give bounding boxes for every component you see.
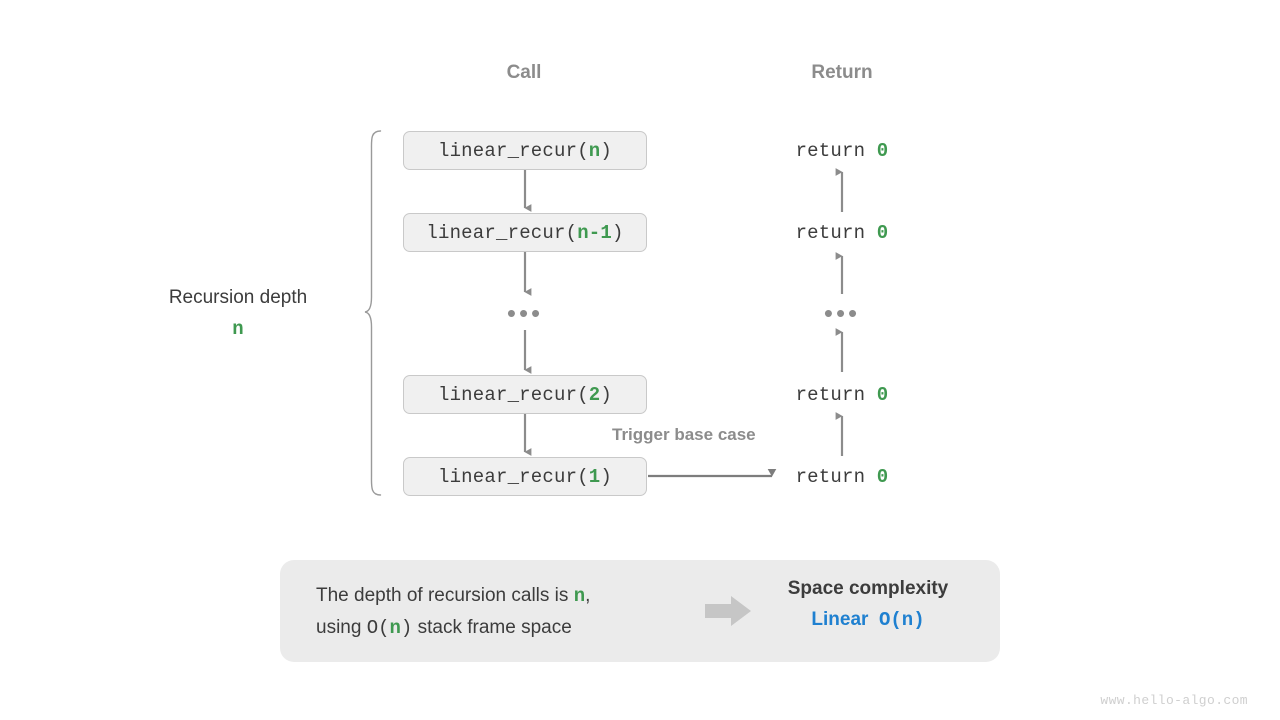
return-value: 0 [876, 222, 889, 244]
trigger-base-case-label: Trigger base case [612, 425, 756, 444]
call-frame-suffix: ) [612, 221, 624, 244]
summary-line2-bigo-close: ) [400, 617, 413, 640]
return-value: 0 [876, 140, 889, 162]
call-frame-suffix: ) [600, 383, 613, 406]
space-complexity-value: Linear O(n) [772, 609, 964, 631]
summary-line-1: The depth of recursion calls is n, [316, 580, 590, 612]
summary-panel: The depth of recursion calls is n, using… [280, 560, 1000, 662]
summary-line2-text-a: using [316, 617, 367, 639]
summary-line-2: using O(n) stack frame space [316, 612, 590, 644]
call-frame-arg: n [588, 139, 601, 162]
complexity-word: Linear [811, 609, 869, 630]
complexity-bigo: O(n) [878, 609, 925, 631]
column-header-return: Return [811, 62, 873, 83]
return-value: 0 [876, 466, 889, 488]
call-frame-prefix: linear_recur( [437, 383, 589, 406]
return-statement: return 0 [742, 466, 942, 488]
summary-line2-text-b: stack frame space [412, 617, 572, 639]
call-frame-arg: 1 [588, 465, 601, 488]
ellipsis-return-column: ••• [823, 298, 861, 328]
summary-line2-n: n [389, 617, 401, 640]
space-complexity-title: Space complexity [787, 578, 949, 599]
return-statement: return 0 [742, 384, 942, 406]
call-frame-box: linear_recur(n-1) [403, 213, 647, 252]
thick-right-arrow-icon [705, 596, 751, 626]
call-frame-box: linear_recur(n) [403, 131, 647, 170]
summary-line2-bigo-open: O( [366, 617, 390, 640]
call-frame-arg: n-1 [577, 221, 613, 244]
call-frame-box: linear_recur(2) [403, 375, 647, 414]
return-keyword: return [795, 384, 877, 406]
summary-line1-text-a: The depth of recursion calls is [316, 585, 574, 606]
summary-description: The depth of recursion calls is n, using… [316, 580, 590, 645]
return-keyword: return [795, 222, 877, 244]
ellipsis-call-column: ••• [506, 298, 544, 328]
summary-line1-text-b: , [585, 585, 591, 606]
return-keyword: return [795, 140, 877, 162]
call-frame-prefix: linear_recur( [426, 221, 578, 244]
recursion-depth-brace [364, 130, 382, 496]
call-frame-suffix: ) [600, 465, 613, 488]
return-keyword: return [795, 466, 877, 488]
return-statement: return 0 [742, 140, 942, 162]
call-frame-box: linear_recur(1) [403, 457, 647, 496]
call-frame-prefix: linear_recur( [437, 139, 589, 162]
column-header-call: Call [506, 62, 542, 83]
recursion-depth-value: n [232, 317, 244, 340]
call-frame-arg: 2 [588, 383, 601, 406]
call-frame-suffix: ) [600, 139, 613, 162]
summary-line1-n: n [573, 585, 586, 607]
return-value: 0 [876, 384, 889, 406]
call-frame-prefix: linear_recur( [437, 465, 589, 488]
return-statement: return 0 [742, 222, 942, 244]
recursion-depth-text: Recursion depth [168, 287, 308, 308]
summary-conclusion: Space complexity Linear O(n) [772, 578, 964, 631]
recursion-depth-label: Recursion depth n [128, 284, 348, 343]
watermark: www.hello-algo.com [1100, 693, 1248, 708]
